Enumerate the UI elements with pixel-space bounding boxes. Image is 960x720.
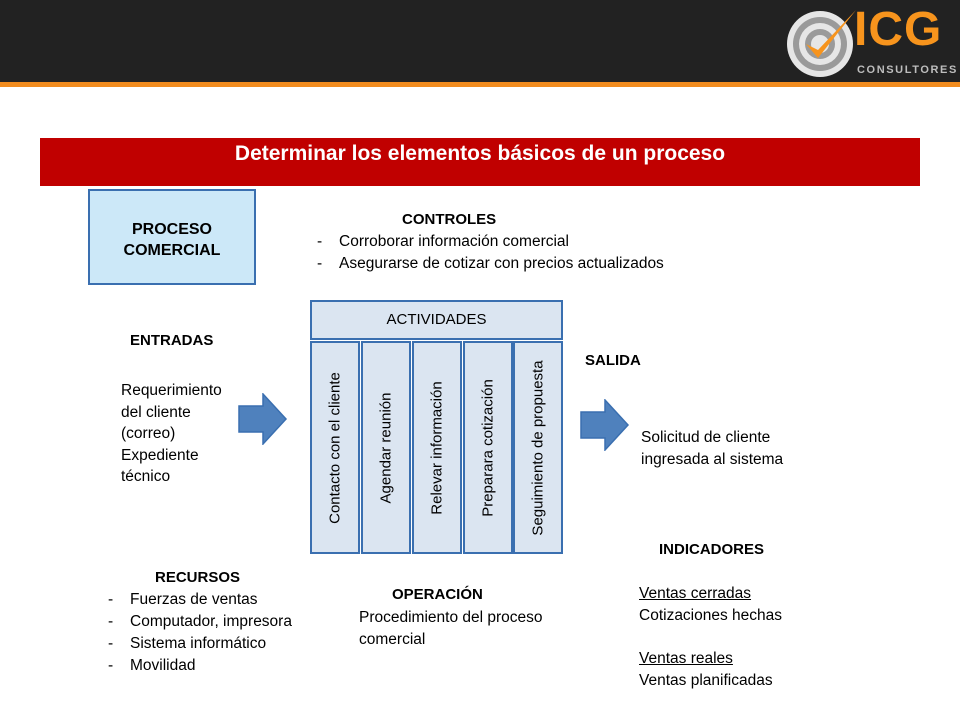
actividad-label: Agendar reunión — [377, 392, 395, 503]
indicadores-heading: INDICADORES — [659, 541, 765, 558]
page-title: Determinar los elementos básicos de un p… — [234, 142, 726, 165]
salida-arrow-icon — [580, 399, 630, 451]
actividad-label: Seguimiento de propuesta — [529, 359, 547, 536]
process-box-line-1: PROCESO — [131, 221, 212, 238]
indicador-numerator: Ventas cerradas — [639, 585, 752, 602]
recursos-list: Fuerzas de ventas Computador, impresora … — [108, 589, 292, 677]
actividad-column: Preparara cotización — [463, 341, 513, 554]
controles-item: Asegurarse de cotizar con precios actual… — [317, 253, 664, 275]
header-accent-line — [0, 82, 960, 87]
actividad-column: Contacto con el cliente — [310, 341, 360, 554]
actividad-label: Preparara cotización — [479, 378, 497, 517]
logo-target-icon — [787, 10, 856, 77]
logo-subtext: CONSULTORES — [857, 64, 958, 76]
actividad-column: Seguimiento de propuesta — [513, 341, 563, 554]
recursos-item: Computador, impresora — [108, 611, 292, 633]
salida-line: Solicitud de cliente — [641, 429, 771, 446]
entradas-text: Requerimiento del cliente (correo) Exped… — [121, 380, 222, 488]
actividad-label: Contacto con el cliente — [326, 371, 344, 524]
actividad-column: Agendar reunión — [361, 341, 411, 554]
entradas-line: Expediente — [121, 446, 199, 464]
process-box: PROCESO COMERCIAL — [88, 189, 256, 285]
controles-heading: CONTROLES — [402, 211, 497, 228]
indicador-denominator: Cotizaciones hechas — [639, 606, 783, 624]
entradas-line: Requerimiento — [121, 382, 222, 399]
salida-text: Solicitud de cliente ingresada al sistem… — [641, 427, 783, 470]
indicadores-group-2: Ventas reales Ventas planificadas — [639, 648, 773, 691]
actividades-header: ACTIVIDADES — [310, 300, 563, 340]
entradas-line: del cliente — [121, 403, 191, 421]
operacion-line: Procedimiento del proceso — [359, 609, 543, 626]
operacion-line: comercial — [359, 630, 426, 648]
process-box-line-2: COMERCIAL — [123, 242, 221, 259]
actividad-column: Relevar información — [412, 341, 462, 554]
controles-item: Corroborar información comercial — [317, 231, 664, 253]
process-box-label: PROCESO COMERCIAL — [90, 219, 254, 261]
recursos-item: Movilidad — [108, 655, 292, 677]
salida-line: ingresada al sistema — [641, 450, 784, 468]
entradas-arrow-icon — [238, 393, 288, 445]
indicador-numerator: Ventas reales — [639, 650, 733, 667]
indicadores-group-1: Ventas cerradas Cotizaciones hechas — [639, 583, 782, 626]
operacion-text: Procedimiento del proceso comercial — [359, 607, 543, 650]
entradas-heading: ENTRADAS — [130, 332, 214, 349]
actividad-label: Relevar información — [428, 380, 446, 515]
indicador-denominator: Ventas planificadas — [639, 671, 773, 689]
controles-list: Corroborar información comercial Asegura… — [317, 231, 664, 275]
logo-text: ICG — [854, 3, 943, 56]
operacion-heading: OPERACIÓN — [392, 586, 483, 603]
entradas-line: (correo) — [121, 425, 176, 442]
recursos-item: Sistema informático — [108, 633, 292, 655]
entradas-line: técnico — [121, 468, 171, 485]
recursos-heading: RECURSOS — [155, 569, 241, 586]
recursos-item: Fuerzas de ventas — [108, 589, 292, 611]
title-bar: Determinar los elementos básicos de un p… — [40, 138, 920, 186]
salida-heading: SALIDA — [585, 352, 641, 369]
